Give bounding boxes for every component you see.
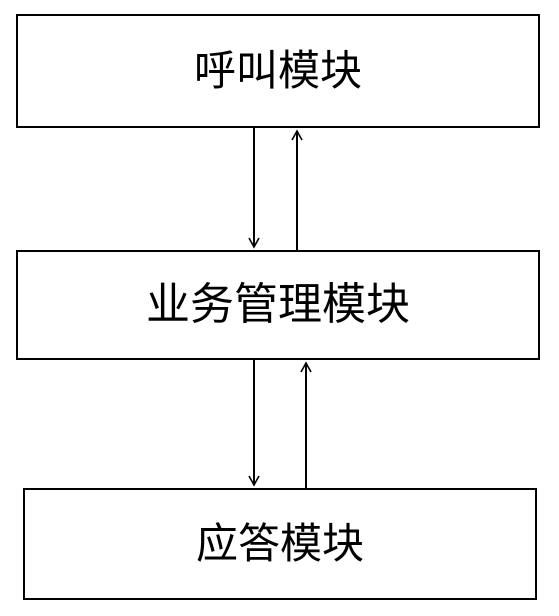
response-module-box: 应答模块: [23, 488, 537, 600]
response-module-label: 应答模块: [195, 519, 364, 568]
business-management-module-box: 业务管理模块: [16, 250, 540, 360]
call-module-box: 呼叫模块: [16, 14, 540, 128]
business-management-module-label: 业务管理模块: [146, 279, 410, 330]
call-module-label: 呼叫模块: [193, 46, 362, 95]
